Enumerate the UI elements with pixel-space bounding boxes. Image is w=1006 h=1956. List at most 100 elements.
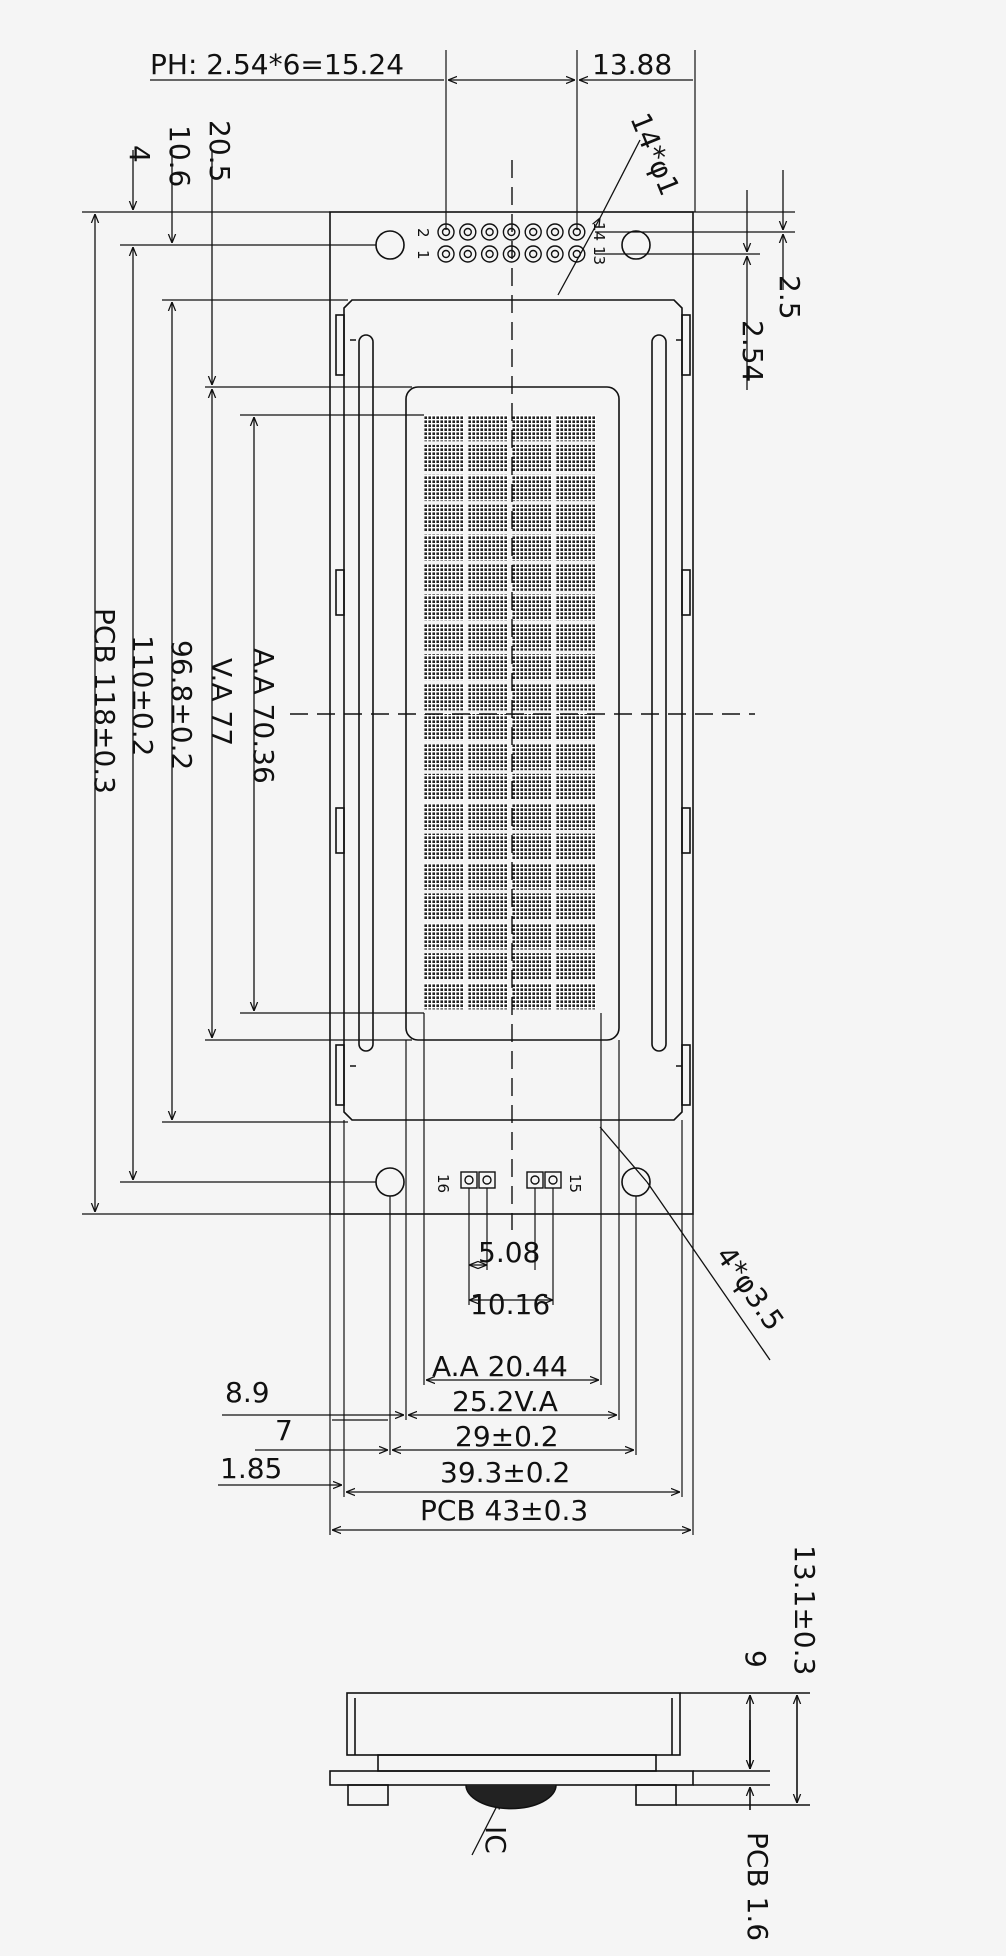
character-cell: [424, 444, 464, 472]
character-cell: [424, 415, 464, 442]
character-cell: [424, 833, 464, 860]
right-offset-a: 2.5: [773, 275, 806, 320]
character-cell: [556, 803, 596, 830]
character-cell: [424, 474, 464, 502]
character-cell: [556, 444, 596, 472]
pin-hole: [459, 223, 477, 241]
character-cell: [468, 415, 508, 442]
pin-hole: [546, 223, 564, 241]
character-cell: [512, 983, 552, 1010]
character-cell: [468, 594, 508, 621]
character-cell: [512, 415, 552, 442]
pcb-width-label: PCB 43±0.3: [420, 1494, 588, 1527]
character-cell: [512, 714, 552, 741]
mount-holes-label: 4*φ3.5: [709, 1240, 790, 1337]
character-cell: [556, 714, 596, 741]
character-cell: [468, 743, 508, 771]
pin-hole: [480, 223, 499, 241]
character-cell: [424, 743, 464, 771]
character-cell: [424, 534, 464, 561]
character-cell: [424, 803, 464, 830]
left-offset-c: 1.85: [220, 1452, 282, 1485]
character-cell: [468, 684, 508, 711]
character-cell: [512, 833, 552, 860]
hole-height-label: 110±0.2: [126, 635, 159, 756]
character-cell: [424, 863, 464, 890]
pcb-height-label: PCB 118±0.3: [88, 608, 121, 794]
character-cell: [468, 773, 508, 801]
character-cell: [468, 474, 508, 502]
character-cell: [424, 773, 464, 801]
aa-width-label: A.A 20.44: [432, 1350, 568, 1383]
ic-label: IC: [479, 1826, 512, 1854]
bezel-width-label: 29±0.2: [455, 1420, 559, 1453]
character-cell: [556, 624, 596, 651]
mount-hole: [621, 230, 651, 260]
pin-pitch-label: 5.08: [478, 1236, 540, 1269]
character-cell: [512, 594, 552, 621]
center-lines: [290, 160, 755, 1230]
pin-hole: [480, 245, 499, 263]
mount-hole: [375, 230, 405, 260]
character-cell: [468, 534, 508, 561]
character-cell: [556, 833, 596, 860]
character-cell: [556, 564, 596, 591]
character-cell: [556, 654, 596, 681]
side-total-label: 13.1±0.3: [788, 1545, 821, 1675]
character-cell: [468, 983, 508, 1010]
backlight-pins: [460, 1171, 562, 1189]
character-cell: [512, 803, 552, 830]
character-cell: [468, 893, 508, 920]
pin-offset-label: 13.88: [592, 48, 672, 81]
character-cell: [424, 893, 464, 920]
character-cell: [556, 743, 596, 771]
pin-hole: [546, 245, 564, 263]
right-offset-b: 2.54: [736, 320, 769, 382]
dimension-lines: [95, 80, 783, 1856]
top-offset-c: 4: [123, 145, 156, 163]
pin-header-label: PH: 2.54*6=15.24: [150, 48, 404, 81]
character-cell: [424, 684, 464, 711]
character-cell: [424, 923, 464, 950]
backlight-pin-16: 16: [434, 1174, 452, 1193]
character-cell: [424, 714, 464, 741]
bezel-height-label: 96.8±0.2: [165, 640, 198, 770]
character-cell: [468, 803, 508, 830]
character-cell: [468, 833, 508, 860]
side-view: [329, 1692, 810, 1810]
character-cell: [468, 654, 508, 681]
va-height-label: V.A 77: [205, 658, 238, 746]
character-cell: [468, 624, 508, 651]
character-cell: [512, 654, 552, 681]
pin-number-13: 13: [590, 246, 608, 265]
character-cell: [556, 983, 596, 1010]
va-width-label: 25.2V.A: [452, 1385, 558, 1418]
character-cell: [556, 415, 596, 442]
character-cell: [512, 743, 552, 771]
left-offset-b: 7: [275, 1414, 293, 1447]
pin-number-14: 14: [590, 222, 608, 241]
character-cell: [512, 624, 552, 651]
top-offset-b: 10.6: [163, 125, 196, 187]
right-slot: [651, 334, 667, 1052]
hole-width-label: 39.3±0.2: [440, 1456, 570, 1489]
pin-hole: [437, 245, 455, 263]
character-cell: [512, 684, 552, 711]
character-cell: [512, 923, 552, 950]
character-cell: [556, 863, 596, 890]
character-cell: [556, 893, 596, 920]
top-offset-a: 20.5: [203, 120, 236, 182]
character-cell: [468, 863, 508, 890]
character-cell: [468, 714, 508, 741]
pin-number-2: 2: [414, 228, 432, 238]
character-cell: [512, 893, 552, 920]
character-cell: [556, 504, 596, 531]
character-cell: [512, 534, 552, 561]
backlight-pin-15: 15: [566, 1174, 584, 1193]
side-pcb-label: PCB 1.6: [741, 1832, 774, 1941]
character-cell: [424, 654, 464, 681]
character-cell: [556, 773, 596, 801]
character-cell: [556, 594, 596, 621]
pin-number-1: 1: [414, 250, 432, 260]
pin-hole: [524, 245, 542, 263]
